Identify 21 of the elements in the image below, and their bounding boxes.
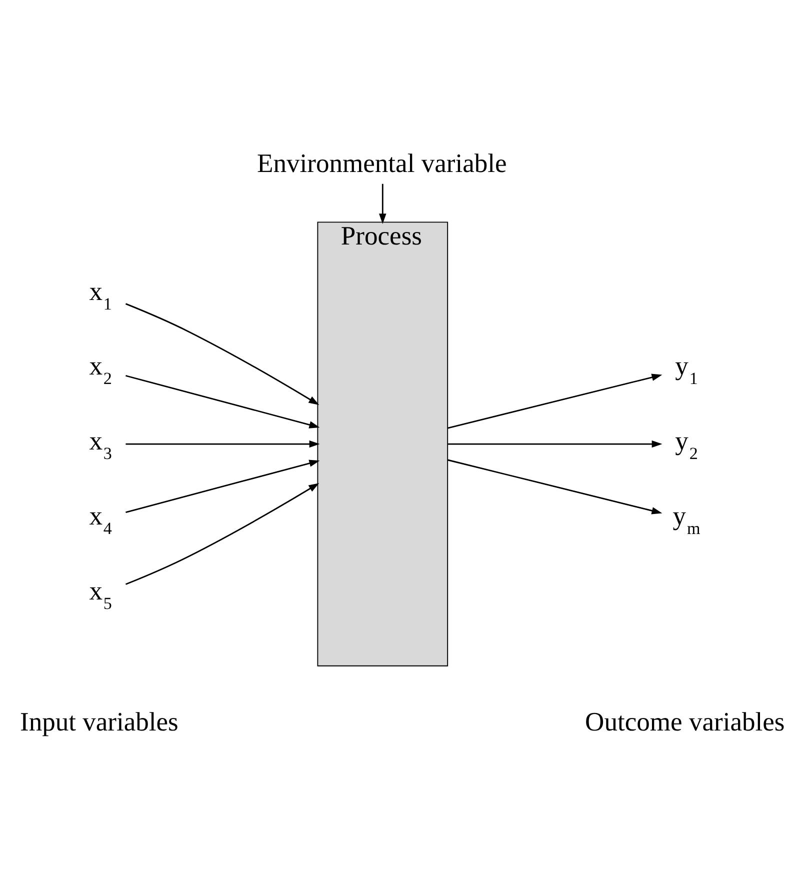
arrow <box>448 459 662 514</box>
node-text: x$_{5}$ <box>89 575 112 613</box>
arrow <box>378 184 386 224</box>
node-text: Environmental variable <box>257 148 507 178</box>
arrow <box>125 303 320 405</box>
arrow <box>125 483 320 585</box>
node-text: x$_{3}$ <box>89 426 112 464</box>
arrow <box>126 440 320 448</box>
arrow <box>126 375 320 428</box>
node-text: y$_{m}$ <box>672 500 700 538</box>
node-text: x$_{1}$ <box>89 276 112 314</box>
node-text: x$_{4}$ <box>89 500 112 538</box>
label: Outcome variables <box>585 706 785 736</box>
node-box: Process <box>317 222 448 666</box>
label: Input variables <box>20 706 178 736</box>
node-text: y$_{1}$ <box>675 350 698 388</box>
node-text: x$_{2}$ <box>89 350 112 388</box>
arrow <box>448 440 662 448</box>
arrow <box>448 374 662 429</box>
arrow <box>126 460 320 514</box>
node-text: y$_{2}$ <box>675 426 698 464</box>
